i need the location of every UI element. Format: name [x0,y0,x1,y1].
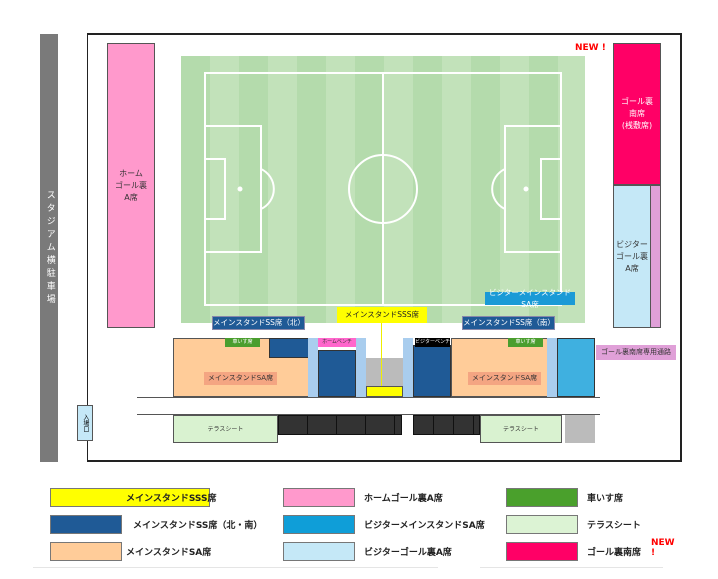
legend-label: メインスタンドSSS席 [126,494,217,504]
sa-seats-right[interactable] [451,338,558,397]
goal-south-seats[interactable]: ゴール裏南席 (桟敷席) [613,43,661,185]
entrance: 入場口 [77,405,93,441]
sss-leader [381,323,382,386]
aisle [403,338,413,397]
divider [480,567,663,568]
terrace-right[interactable]: テラスシート [480,415,562,443]
legend-label: ホームゴール裏A席 [364,494,443,504]
sss-seats[interactable] [366,386,403,397]
gray-block [565,415,595,443]
south-goal-passage [651,185,661,328]
legend-swatch [506,488,578,507]
legend-swatch [506,542,578,561]
label: A席 [625,263,639,273]
new-badge: NEW ! [575,43,606,53]
legend-swatch [283,488,355,507]
ss-south-seats[interactable] [413,345,451,397]
ss-south-label: メインスタンドSS席（南） [462,316,555,330]
wheelchair-seats-left[interactable]: 車いす席 [225,338,260,347]
legend-new-badge: NEW ! [651,538,675,558]
legend-swatch [283,542,355,561]
label: 南席 [629,109,645,118]
legend-swatch [50,515,122,534]
legend-label: ゴール裏南席 [587,548,642,558]
pitch-lines [204,72,562,306]
visitor-bench: ビジターベンチ [415,338,450,347]
home-bench: ホームベンチ [318,338,356,347]
label: A席 [124,192,138,202]
ss-north-label: メインスタンドSS席（北） [212,316,305,330]
ss-north-seats[interactable] [318,350,356,397]
label: ゴール裏 [115,180,147,190]
legend-swatch [283,515,355,534]
wheelchair-seats-right[interactable]: 車いす席 [508,338,543,347]
dark-block-right [413,415,480,435]
legend-label: メインスタンドSS席（北・南） [133,521,263,531]
aisle [547,338,557,397]
label: ゴール裏 [616,251,648,261]
dark-block-left [278,415,402,435]
legend-label: メインスタンドSA席 [126,548,212,558]
legend-label: 車いす席 [587,494,624,504]
sa-label-right: メインスタンドSA席 [468,372,541,385]
divider [33,567,438,568]
ss-north-upper[interactable] [269,338,309,358]
pitch [181,56,585,323]
legend-swatch [50,542,122,561]
label: (桟敷席) [621,121,653,130]
label: ビジター [616,239,648,249]
legend-swatch [50,488,210,507]
visitor-sa-label: ビジターメインスタンドSA席 [485,288,575,309]
stadium-boundary [87,33,682,462]
concourse [137,397,600,415]
home-goal-a-seats[interactable]: ホームゴール裏 A席 [107,43,155,328]
sss-label: メインスタンドSSS席 [337,307,427,323]
parking-lot: スタジアム横駐車場 [40,34,58,462]
terrace-left[interactable]: テラスシート [173,415,278,443]
aisle [356,338,366,397]
legend-label: ビジターメインスタンドSA席 [364,521,485,531]
visitor-goal-a-seats[interactable]: ビジターゴール裏 A席 [613,185,651,328]
legend-label: テラスシート [587,521,641,531]
label: ゴール裏 [621,97,653,106]
passage-label: ゴール裏南席専用通路 [596,345,676,360]
legend-label: ビジターゴール裏A席 [364,548,452,558]
aisle [308,338,318,397]
label: ホーム [119,168,143,178]
legend-swatch [506,515,578,534]
sa-label-left: メインスタンドSA席 [204,372,277,385]
visitor-sa-seats[interactable] [557,338,595,397]
